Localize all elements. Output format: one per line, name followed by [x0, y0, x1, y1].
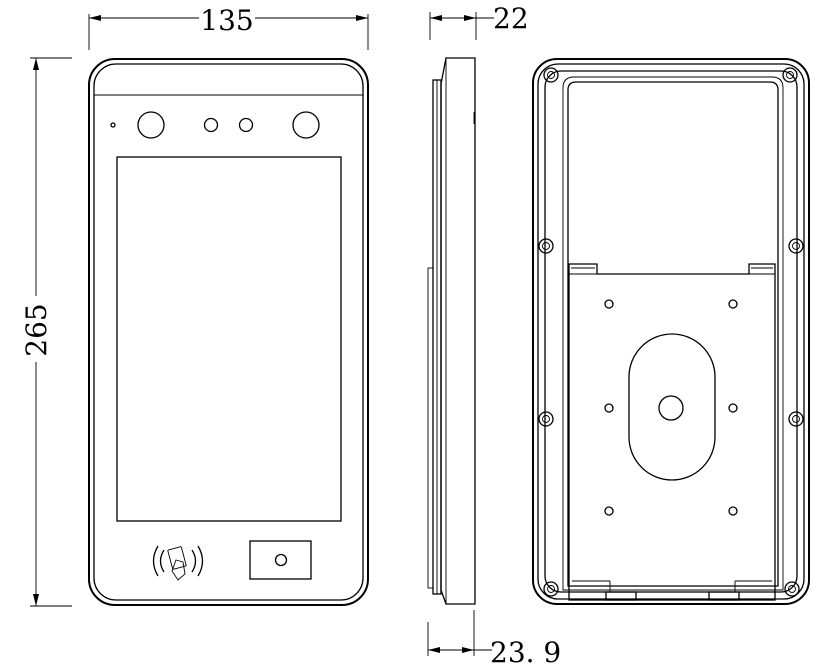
mounting-screw-icons	[538, 67, 804, 597]
dimension-height: 265	[20, 57, 72, 607]
dimension-depth-bottom: 23. 9	[427, 610, 561, 669]
dimension-height-label: 265	[20, 303, 53, 356]
bracket-holes	[604, 299, 738, 516]
back-view	[532, 58, 810, 605]
side-view	[427, 57, 476, 605]
nfc-card-icon	[152, 545, 204, 581]
dimension-depth-bottom-label: 23. 9	[490, 636, 561, 669]
cable-opening-plate	[628, 333, 716, 481]
dimension-width: 135	[88, 4, 369, 50]
button-icon	[274, 553, 288, 567]
wall-bracket	[568, 263, 776, 601]
cable-hole-icon	[658, 395, 684, 421]
sensor-right-icon	[238, 117, 254, 133]
indicator-led-icon	[110, 122, 116, 128]
display-screen	[116, 156, 342, 522]
sensor-left-icon	[203, 117, 219, 133]
front-view	[88, 58, 369, 606]
dimension-width-label: 135	[200, 4, 253, 37]
dimension-depth-top-label: 22	[493, 2, 529, 35]
camera-left-icon	[137, 111, 165, 139]
dimension-depth-top: 22	[429, 2, 529, 40]
button-housing	[249, 540, 312, 580]
camera-right-icon	[292, 111, 320, 139]
